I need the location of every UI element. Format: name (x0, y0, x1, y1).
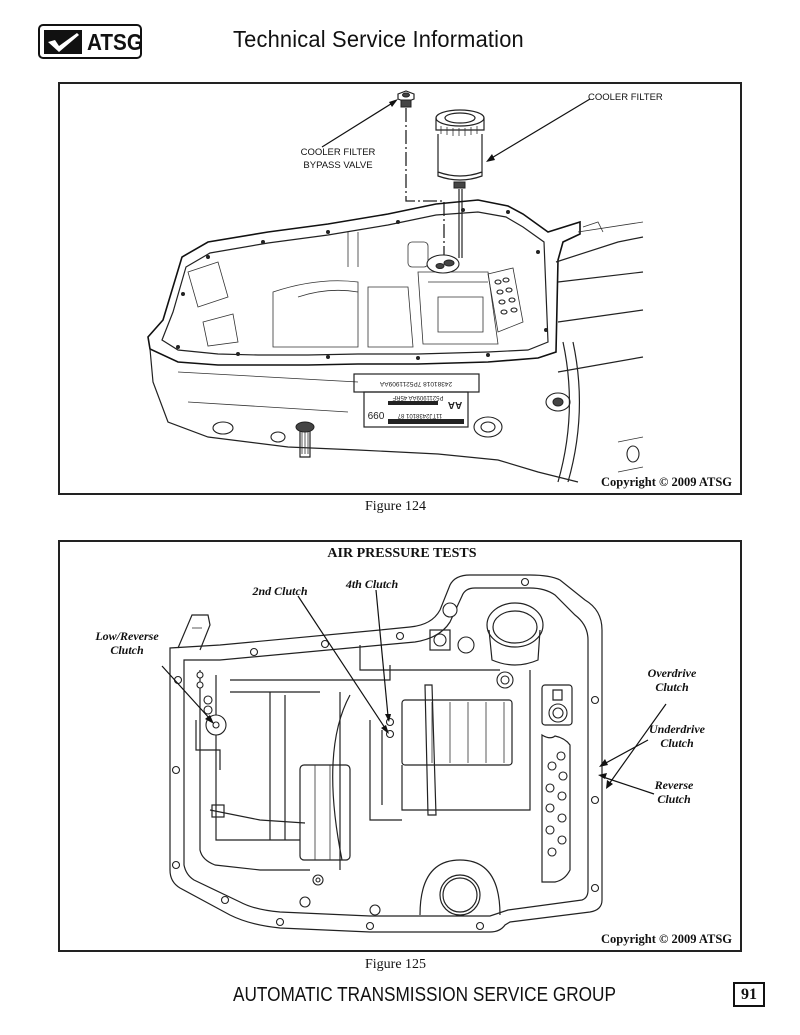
callout-reverse-line2: Clutch (657, 792, 691, 806)
valve-body-drawing (169, 574, 603, 933)
callout-underdrive-line1: Underdrive (649, 722, 705, 736)
callout-low-reverse-line2: Clutch (110, 643, 144, 657)
label-plate-num: 099 (367, 409, 384, 420)
figure-125-title: AIR PRESSURE TESTS (327, 546, 477, 561)
callout-overdrive-line1: Overdrive (647, 666, 697, 680)
callout-2nd-clutch: 2nd Clutch (252, 584, 308, 598)
page-number: 91 (733, 982, 765, 1007)
atsg-logo: ATSG (38, 24, 143, 59)
callout-cooler-filter: COOLER FILTER (588, 92, 663, 103)
page-title: Technical Service Information (233, 26, 524, 52)
label-plate-code: AA (448, 399, 462, 410)
figure-125-frame: AIR PRESSURE TESTS (58, 540, 742, 952)
label-plate-line2: P5211909AA 45RF (392, 394, 443, 400)
checkmark-icon (44, 30, 82, 54)
figure-124-caption: Figure 124 (365, 499, 427, 514)
callout-low-reverse-clutch: Low/Reverse Clutch (82, 629, 172, 657)
figure-125-drawing (161, 574, 667, 933)
bypass-valve-icon (397, 90, 415, 108)
figure-124-frame: 24381018 7P5211909AA P5211909AA 45RF AA … (58, 82, 742, 495)
callout-4th-clutch: 4th Clutch (345, 577, 399, 591)
copyright-figure-125: Copyright © 2009 ATSG (601, 932, 732, 946)
footer-organization: AUTOMATIC TRANSMISSION SERVICE GROUP (233, 984, 616, 1006)
callout-low-reverse-line1: Low/Reverse (95, 629, 159, 643)
callout-bypass-valve-line1: COOLER FILTER (300, 147, 376, 158)
label-plate-line1: 24381018 7P5211909AA (379, 380, 452, 387)
callout-reverse-clutch: Reverse Clutch (634, 778, 714, 806)
callout-reverse-line1: Reverse (654, 778, 694, 792)
logo-text: ATSG (87, 29, 143, 55)
callout-bypass-valve-line2: BYPASS VALVE (303, 160, 373, 171)
callout-overdrive-line2: Clutch (655, 680, 689, 694)
label-plate (363, 391, 469, 428)
callout-overdrive-clutch: Overdrive Clutch (632, 666, 712, 694)
label-plate-line3: 11TJ2438101 87 (397, 412, 442, 418)
transmission-case-drawing (147, 199, 644, 483)
copyright-figure-124: Copyright © 2009 ATSG (601, 475, 732, 489)
callout-underdrive-clutch: Underdrive Clutch (632, 722, 722, 750)
callout-bypass-valve: COOLER FILTER BYPASS VALVE (288, 146, 388, 172)
callout-underdrive-line2: Clutch (660, 736, 694, 750)
figure-125-caption: Figure 125 (365, 957, 427, 972)
figure-124-drawing: 24381018 7P5211909AA P5211909AA 45RF AA … (147, 90, 644, 483)
cooler-filter-icon (435, 109, 485, 189)
